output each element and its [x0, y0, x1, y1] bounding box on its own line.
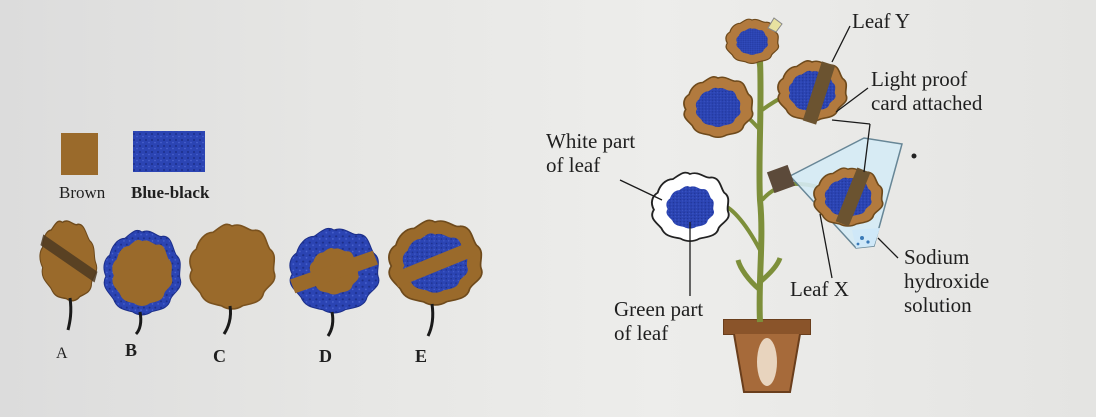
leaf-a [35, 217, 101, 304]
leaf-b-stalk [136, 312, 141, 334]
leaf-d-stalk [328, 312, 333, 336]
leaf-e [389, 220, 482, 305]
leaf-a-letter: A [56, 345, 68, 362]
leaf-c-stalk [224, 306, 231, 334]
leaf-a-stalk [68, 298, 71, 330]
potted-plant [652, 18, 902, 392]
green-part-label-line2: of leaf [614, 321, 668, 345]
leaf-c [190, 224, 275, 309]
cork-stopper [767, 165, 795, 193]
leaf-e-letter: E [415, 346, 427, 366]
legend: Brown Blue-black [59, 131, 210, 202]
brown-swatch [61, 133, 98, 175]
white-part-label-line1: White part [546, 129, 635, 153]
light-proof-label-line2: card attached [871, 91, 983, 115]
blueblack-label: Blue-black [131, 183, 210, 202]
leaf-c-letter: C [213, 346, 226, 366]
leaf-b-letter: B [125, 340, 137, 360]
sodium-label-line2: hydroxide [904, 269, 989, 293]
white-part-label-line2: of leaf [546, 153, 600, 177]
leaf-x-label: Leaf X [790, 277, 849, 301]
leaf-d-letter: D [319, 346, 332, 366]
light-proof-label-line1: Light proof [871, 67, 967, 91]
green-part-label-line1: Green part [614, 297, 703, 321]
sodium-label-line3: solution [904, 293, 972, 317]
sodium-hydroxide-liquid [852, 228, 880, 248]
brown-label: Brown [59, 183, 106, 202]
leaf-e-stalk [428, 304, 433, 336]
leaf-d [290, 228, 379, 313]
pot-highlight [757, 338, 777, 386]
leaf-b [104, 230, 181, 315]
blueblack-swatch [133, 131, 205, 172]
upper-left-leaf [684, 77, 753, 137]
sodium-label-line1: Sodium [904, 245, 969, 269]
leaf-y-label: Leaf Y [852, 9, 910, 33]
